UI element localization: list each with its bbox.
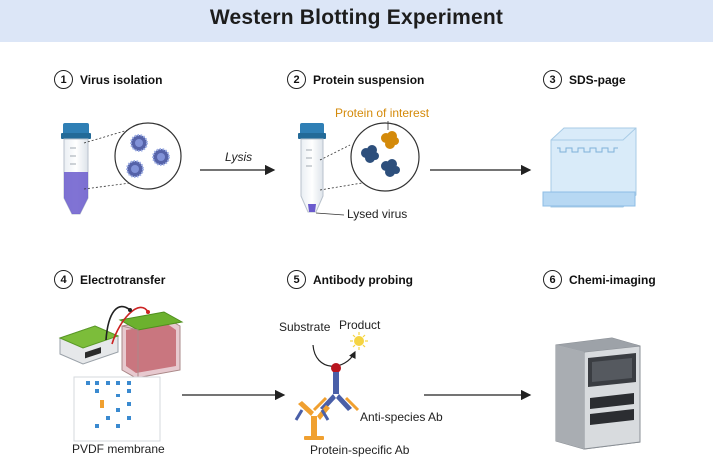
transfer-apparatus-icon — [58, 305, 184, 379]
step-4-label: Electrotransfer — [80, 272, 166, 287]
page-title: Western Blotting Experiment — [209, 6, 504, 29]
lysed-virus-label: Lysed virus — [347, 207, 408, 221]
virus-icon — [126, 134, 170, 178]
anti-species-ab-label: Anti-species Ab — [360, 410, 443, 424]
step-2-label: Protein suspension — [313, 72, 425, 87]
centrifuge-tube-icon — [61, 123, 91, 215]
zoom-circle — [350, 122, 420, 192]
header-bar — [0, 0, 713, 42]
protein-specific-ab-label: Protein-specific Ab — [310, 443, 410, 457]
step-1-badge: 1 — [54, 70, 73, 89]
substrate-label: Substrate — [279, 320, 331, 334]
reaction-arrow-icon — [312, 344, 356, 367]
step-2-badge: 2 — [287, 70, 306, 89]
step-2: 2 Protein suspension — [287, 70, 424, 89]
antibody-icon — [294, 363, 360, 440]
pvdf-membrane-label: PVDF membrane — [72, 442, 165, 456]
step-5-label: Antibody probing — [313, 272, 413, 287]
step-3: 3 SDS-page — [543, 70, 626, 89]
step-6: 6 Chemi-imaging — [543, 270, 656, 289]
step-4: 4 Electrotransfer — [54, 270, 165, 289]
protein-icon — [361, 131, 400, 177]
zoom-line-bottom — [319, 182, 363, 191]
gel-cassette-icon — [542, 127, 637, 208]
step-3-badge: 3 — [543, 70, 562, 89]
step-6-label: Chemi-imaging — [569, 272, 656, 287]
step-5-badge: 5 — [287, 270, 306, 289]
product-label: Product — [339, 318, 381, 332]
step-1: 1 Virus isolation — [54, 70, 162, 89]
zoom-line-top — [319, 144, 351, 161]
step-1-label: Virus isolation — [80, 72, 163, 87]
step-6-badge: 6 — [543, 270, 562, 289]
zoom-circle — [114, 122, 182, 190]
step-4-badge: 4 — [54, 270, 73, 289]
protein-of-interest-label: Protein of interest — [335, 106, 430, 120]
centrifuge-tube-icon — [298, 123, 326, 213]
step-5: 5 Antibody probing — [287, 270, 413, 289]
membrane-icon — [73, 376, 161, 442]
product-glow-icon — [350, 332, 368, 350]
step-3-label: SDS-page — [569, 72, 626, 87]
imager-icon — [555, 337, 641, 450]
lysed-leader — [315, 212, 345, 216]
lysis-label: Lysis — [225, 150, 253, 164]
